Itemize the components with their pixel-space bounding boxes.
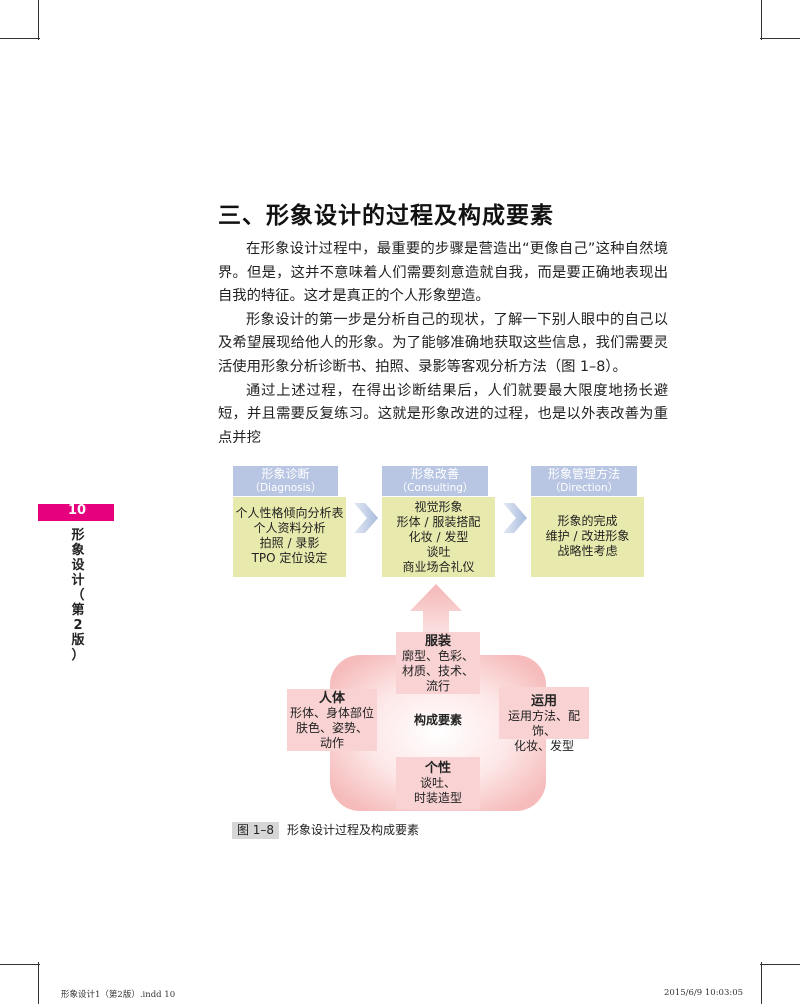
footer-filename: 形象设计1（第2版）.indd 10: [61, 990, 176, 1000]
stage-title: 形象诊断: [261, 467, 310, 481]
title-char: 象: [71, 543, 85, 558]
stage-header-direction: 形象管理方法 （Direction）: [531, 466, 637, 496]
stage-title-en: （Direction）: [549, 482, 619, 494]
stage-item: 商业场合礼仪: [402, 560, 475, 574]
element-item: 化妆、发型: [513, 739, 574, 753]
side-tab: [38, 504, 114, 521]
stage-item: 形象的完成: [557, 514, 618, 528]
crop-mark: [761, 962, 762, 1004]
title-char: ）: [71, 648, 85, 663]
crop-mark: [38, 0, 39, 40]
element-title: 服装: [424, 634, 451, 649]
stage-header-consulting: 形象改善 （Consulting）: [382, 466, 488, 496]
stage-item: 拍照 / 录影: [259, 536, 320, 550]
element-item: 动作: [319, 736, 344, 750]
title-char: 第: [71, 603, 85, 618]
element-item: 运用方法、配饰、: [507, 709, 580, 738]
title-char: 设: [71, 558, 85, 573]
element-item: 肤色、姿势、: [295, 721, 368, 735]
element-title: 个性: [424, 761, 451, 776]
stage-item: 个人性格倾向分析表: [235, 506, 344, 520]
crop-mark: [761, 0, 762, 40]
element-item: 谈吐、: [419, 776, 456, 790]
book-title-vertical: 形 象 设 计 （ 第 2 版 ）: [70, 528, 86, 663]
stage-box-direction: 形象的完成 维护 / 改进形象 战略性考虑: [531, 497, 644, 577]
title-char: 版: [71, 633, 85, 648]
stage-title-en: （Diagnosis）: [249, 482, 322, 494]
stage-item: 形体 / 服装搭配: [396, 515, 481, 529]
section-heading: 三、形象设计的过程及构成要素: [218, 202, 554, 229]
chevron-right-icon: [354, 503, 378, 533]
stage-item: 战略性考虑: [557, 544, 618, 558]
element-item: 形体、身体部位: [289, 706, 374, 720]
stage-item: 维护 / 改进形象: [545, 529, 630, 543]
crop-mark: [760, 964, 800, 965]
element-title: 人体: [318, 691, 345, 706]
paragraph: 通过上述过程，在得出诊断结果后，人们就要最大限度地扬长避短，并且需要反复练习。这…: [218, 382, 668, 446]
element-item: 材质、技术、: [401, 664, 474, 678]
paragraph: 形象设计的第一步是分析自己的现状，了解一下别人眼中的自己以及希望展现给他人的形象…: [218, 311, 668, 375]
element-item: 流行: [425, 679, 450, 693]
title-char: 形: [71, 528, 85, 543]
elements-background: [330, 655, 546, 811]
stage-item: 视觉形象: [414, 500, 463, 514]
stage-title: 形象管理方法: [547, 467, 620, 481]
title-char: 计: [71, 573, 85, 588]
stage-item: 谈吐: [426, 545, 451, 559]
stage-box-consulting: 视觉形象 形体 / 服装搭配 化妆 / 发型 谈吐 商业场合礼仪: [382, 497, 495, 577]
stage-title-en: （Consulting）: [396, 482, 474, 494]
element-item: 廓型、色彩、: [401, 649, 474, 663]
element-title: 运用: [530, 694, 557, 709]
crop-mark: [0, 38, 40, 39]
body-text: 在形象设计过程中，最重要的步骤是营造出“更像自己”这种自然境界。但是，这并不意味…: [218, 238, 668, 450]
figure-caption: 形象设计过程及构成要素: [287, 823, 420, 837]
arrow-up-icon: [410, 584, 462, 632]
stage-item: 化妆 / 发型: [408, 530, 469, 544]
crop-mark: [760, 38, 800, 39]
element-box-application: 运用 运用方法、配饰、 化妆、发型: [499, 687, 589, 753]
element-box-body: 人体 形体、身体部位 肤色、姿势、 动作: [287, 689, 377, 751]
stage-title: 形象改善: [410, 467, 459, 481]
element-box-clothing: 服装 廓型、色彩、 材质、技术、 流行: [396, 632, 480, 694]
element-item: 时装造型: [413, 791, 462, 805]
figure-number: 图 1–8: [232, 822, 279, 839]
stage-header-diagnosis: 形象诊断 （Diagnosis）: [233, 466, 338, 496]
chevron-right-icon: [503, 503, 527, 533]
crop-mark: [0, 964, 40, 965]
title-char: 2: [73, 618, 83, 633]
page-number: 10: [68, 503, 87, 518]
stage-item: 个人资料分析: [253, 521, 326, 535]
stage-box-diagnosis: 个人性格倾向分析表 个人资料分析 拍照 / 录影 TPO 定位设定: [233, 497, 346, 577]
footer-timestamp: 2015/6/9 10:03:05: [664, 988, 744, 998]
title-char: （: [71, 588, 85, 603]
stage-item: TPO 定位设定: [251, 551, 328, 565]
paragraph: 在形象设计过程中，最重要的步骤是营造出“更像自己”这种自然境界。但是，这并不意味…: [218, 241, 668, 305]
center-label: 构成要素: [413, 713, 462, 727]
element-box-personality: 个性 谈吐、 时装造型: [396, 757, 480, 809]
crop-mark: [38, 962, 39, 1004]
